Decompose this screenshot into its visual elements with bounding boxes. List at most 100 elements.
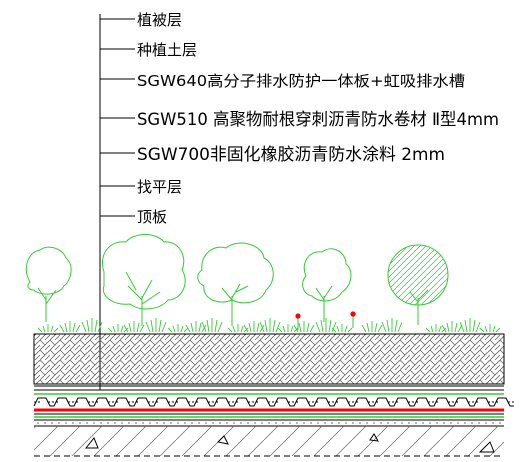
tree-2 <box>102 234 186 326</box>
grass-tuft <box>37 324 59 333</box>
grass-tuft <box>331 324 353 333</box>
leveling-dot <box>380 422 382 424</box>
label-root-resistant-membrane: SGW510 高聚物耐根穿刺沥青防水卷材 Ⅱ型4mm <box>137 110 499 130</box>
leveling-dot <box>184 422 186 424</box>
leveling-dot <box>79 422 81 424</box>
label-planting-soil-layer: 种植土层 <box>137 41 197 59</box>
leveling-dot <box>422 422 424 424</box>
leveling-dot <box>254 422 256 424</box>
grass-tuft <box>441 321 463 333</box>
leveling-dot <box>289 422 291 424</box>
grass-tuft <box>259 318 281 333</box>
planting-soil-layer <box>33 333 505 385</box>
grass-tuft <box>145 318 167 333</box>
leveling-dot <box>345 422 347 424</box>
leveling-dot <box>163 422 165 424</box>
leveling-dot <box>324 422 326 424</box>
leveling-dot <box>198 422 200 424</box>
leveling-dot <box>44 422 46 424</box>
label-non-curing-coating: SGW700非固化橡胶沥青防水涂料 2mm <box>137 145 445 165</box>
leveling-dot <box>303 422 305 424</box>
grass-tuft <box>243 321 265 333</box>
leveling-dot <box>135 422 137 424</box>
drainage-and-waterproof-layers <box>33 385 514 427</box>
corrugation-wave <box>33 397 514 407</box>
leveling-dot <box>282 422 284 424</box>
leveling-dot <box>478 422 480 424</box>
grass-tuft <box>107 324 129 333</box>
drainage-board-corrugation <box>33 397 514 407</box>
tree-4 <box>302 248 352 322</box>
leveling-dot <box>401 422 403 424</box>
grass-tuft <box>277 324 299 333</box>
leveling-dot <box>366 422 368 424</box>
leveling-dot <box>408 422 410 424</box>
leveling-dot <box>261 422 263 424</box>
leveling-dot <box>149 422 151 424</box>
leveling-dot <box>233 422 235 424</box>
leveling-dot <box>359 422 361 424</box>
leveling-dot <box>37 422 39 424</box>
grass-tuft <box>123 321 145 333</box>
grass-tuft <box>425 324 447 333</box>
grass-tuft <box>293 321 315 333</box>
label-drainage-board: SGW640高分子排水防护一体板+虹吸排水槽 <box>137 72 465 90</box>
leveling-dot <box>58 422 60 424</box>
leveling-dot <box>212 422 214 424</box>
leveling-dot <box>394 422 396 424</box>
leveling-dot <box>86 422 88 424</box>
label-leveling-layer: 找平层 <box>137 178 182 196</box>
leveling-dot <box>121 422 123 424</box>
leveling-dot <box>107 422 109 424</box>
leveling-dot <box>471 422 473 424</box>
leveling-dot <box>464 422 466 424</box>
flower-2 <box>350 311 356 328</box>
leveling-dot <box>331 422 333 424</box>
leveling-dot <box>205 422 207 424</box>
leveling-dot <box>275 422 277 424</box>
grass-tuft <box>185 321 207 333</box>
grass-tuft <box>201 318 223 333</box>
leveling-dot <box>499 422 501 424</box>
leveling-dot <box>156 422 158 424</box>
leveling-dot <box>429 422 431 424</box>
leveling-dot <box>268 422 270 424</box>
grass-tuft <box>459 318 481 333</box>
grass-tuft <box>361 321 383 333</box>
leveling-dot <box>240 422 242 424</box>
tree-5 <box>387 244 449 325</box>
leveling-dot <box>247 422 249 424</box>
leveling-dot <box>100 422 102 424</box>
leveling-dot <box>387 422 389 424</box>
grass-tufts <box>37 318 501 333</box>
label-roof-slab: 顶板 <box>137 208 167 226</box>
leveling-dot <box>142 422 144 424</box>
grass-tuft <box>81 318 103 333</box>
leveling-dot <box>436 422 438 424</box>
leveling-dot <box>191 422 193 424</box>
leveling-dot <box>443 422 445 424</box>
vegetation-layer-illustration <box>25 234 501 333</box>
leveling-dot <box>72 422 74 424</box>
grass-tuft <box>227 324 249 333</box>
leveling-dot <box>51 422 53 424</box>
tree-1 <box>25 246 72 322</box>
leveling-dot <box>373 422 375 424</box>
leveling-dot <box>128 422 130 424</box>
leveling-dot <box>492 422 494 424</box>
roof-slab-layer <box>34 426 504 457</box>
label-vegetation-layer: 植被层 <box>137 11 182 29</box>
leveling-dot <box>310 422 312 424</box>
leveling-layer-dots <box>37 422 501 424</box>
grass-tuft <box>315 318 337 333</box>
grass-tuft <box>167 324 189 333</box>
leveling-dot <box>219 422 221 424</box>
leveling-dot <box>65 422 67 424</box>
leveling-dot <box>93 422 95 424</box>
leveling-dot <box>226 422 228 424</box>
grass-tuft <box>59 321 81 333</box>
tree-3 <box>197 242 274 326</box>
leveling-dot <box>338 422 340 424</box>
